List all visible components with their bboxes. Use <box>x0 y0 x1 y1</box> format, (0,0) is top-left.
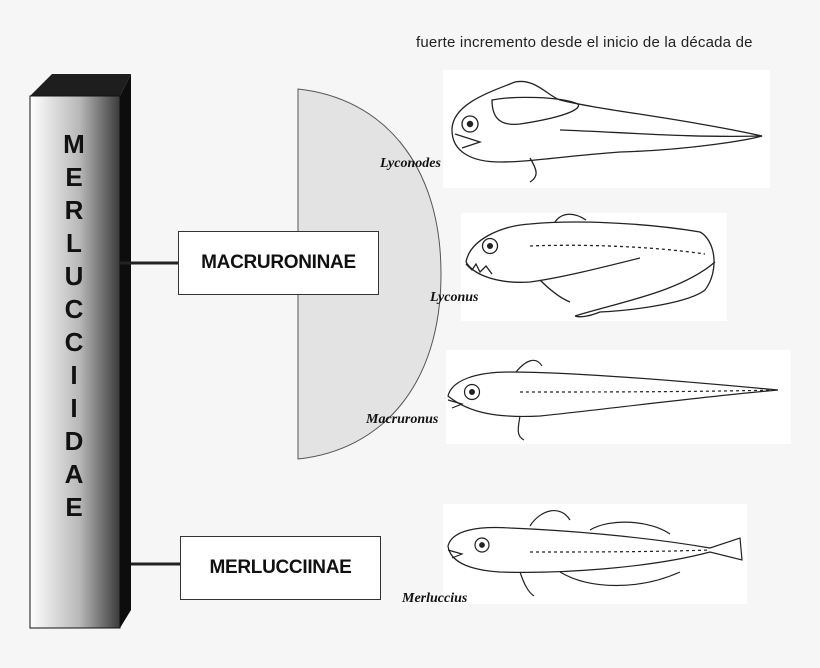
family-letter: C <box>64 294 84 324</box>
fish-panel-macruronus <box>446 350 791 444</box>
genus-label-macruronus: Macruronus <box>366 412 439 427</box>
pillar-top-face <box>30 74 131 96</box>
genus-label-merluccius: Merluccius <box>402 591 468 606</box>
fish-panel-lyconodes <box>443 70 770 188</box>
genus-label-lyconodes: Lyconodes <box>380 156 441 171</box>
lyconodes-fish-illustration <box>451 80 763 183</box>
family-pillar <box>29 74 131 629</box>
subfamily-label-merlucciinae: MERLUCCIINAE <box>209 557 352 578</box>
family-letter: U <box>64 261 84 291</box>
subfamily-label-macruroninae: MACRURONINAE <box>201 252 356 273</box>
family-letter: L <box>66 228 82 258</box>
family-letter: I <box>70 393 78 423</box>
family-letter: C <box>64 327 84 357</box>
subfamily-box-merlucciinae: MERLUCCIINAE <box>180 536 381 600</box>
merluccius-fish-illustration <box>447 510 743 597</box>
header-text-fragment: fuerte incremento desde el inicio de la … <box>416 34 753 51</box>
family-letter: R <box>64 195 84 225</box>
subfamily-box-macruroninae: MACRURONINAE <box>178 231 379 295</box>
family-letter: I <box>70 360 78 390</box>
family-name-vertical: M E R L U C C I I D A E <box>54 128 94 524</box>
family-letter: A <box>64 459 84 489</box>
family-letter: D <box>64 426 84 456</box>
fish-panel-merluccius <box>443 504 747 604</box>
family-letter: M <box>63 129 85 159</box>
family-letter: E <box>65 492 83 522</box>
pillar-side-face <box>120 74 131 628</box>
family-letter: E <box>65 162 83 192</box>
genus-label-lyconus: Lyconus <box>430 290 479 305</box>
macruronus-fish-illustration <box>447 359 779 441</box>
fish-panel-lyconus <box>461 213 727 321</box>
lyconus-fish-illustration <box>465 213 716 318</box>
